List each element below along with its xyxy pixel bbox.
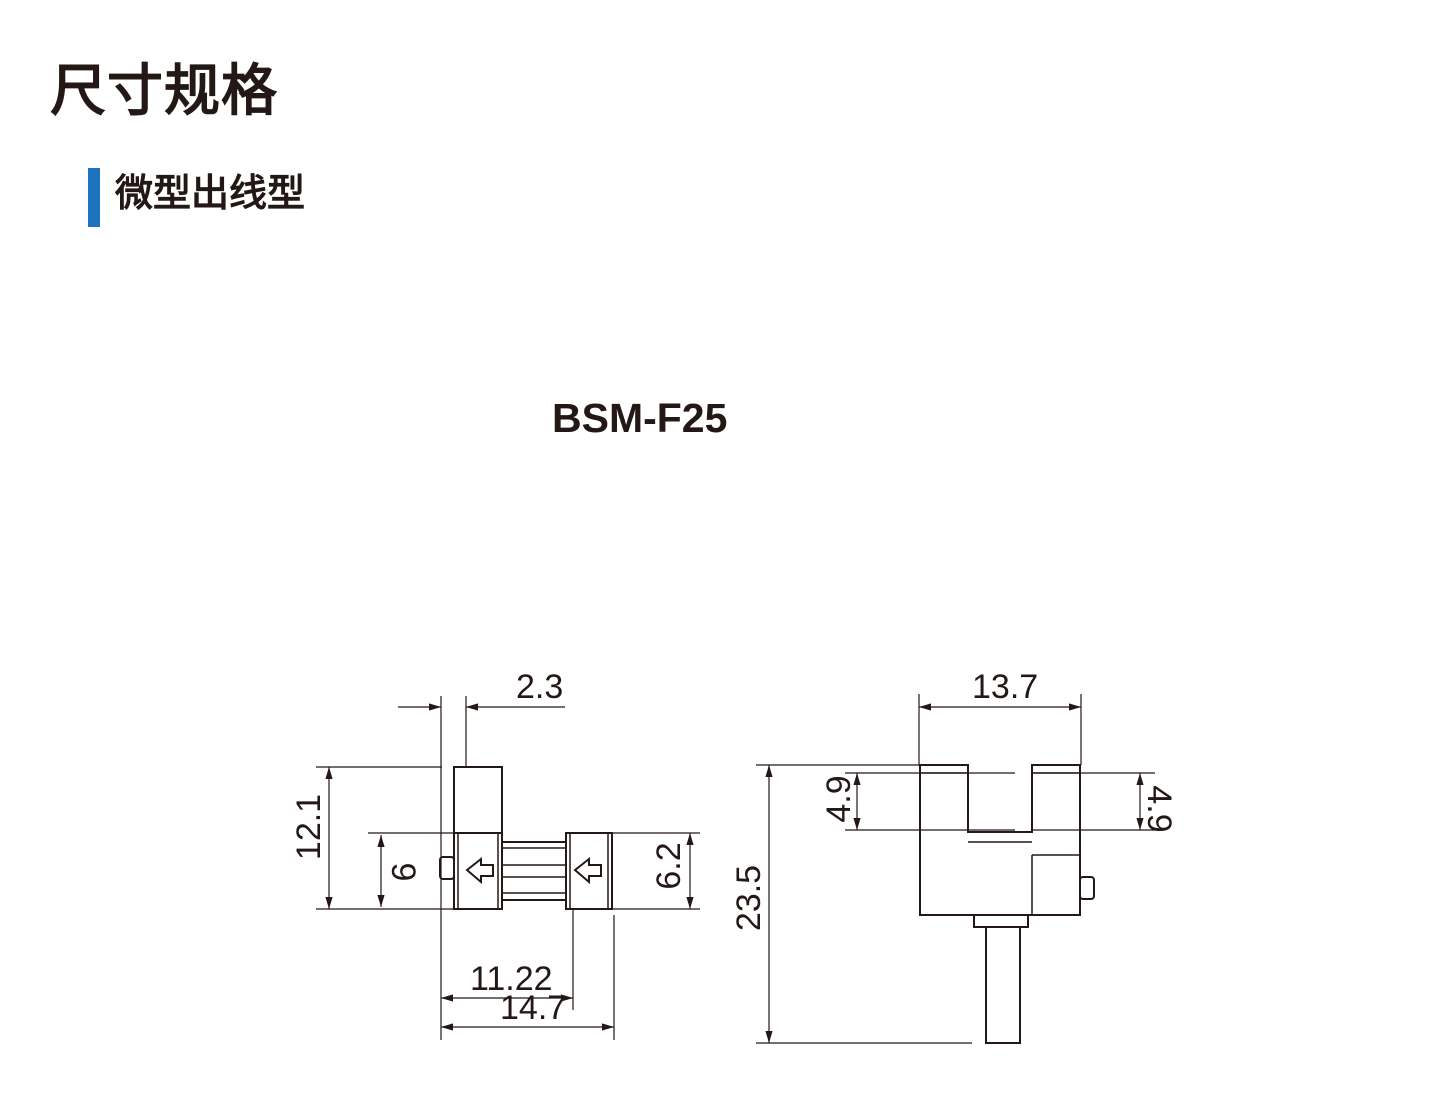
page-title: 尺寸规格 — [50, 59, 278, 124]
dim-width-mid: 11.22 — [470, 960, 553, 998]
dim-slot-depth-right: 4.9 — [1140, 785, 1178, 832]
dim-height-inner: 9 — [384, 863, 422, 882]
dim-height-total: 12.1 — [290, 794, 328, 860]
front-view — [756, 694, 1155, 1044]
model-title: BSM-F25 — [552, 395, 728, 441]
dim-front-height: 23.5 — [730, 865, 768, 931]
front-view-tab — [1079, 876, 1095, 900]
arrow-left-icon — [573, 856, 602, 885]
side-view-right-block — [565, 832, 613, 910]
section-accent-bar — [88, 168, 100, 227]
section-title: 微型出线型 — [115, 171, 306, 215]
dim-front-width: 13.7 — [972, 668, 1038, 706]
side-view-tab — [439, 856, 455, 880]
arrow-left-icon — [465, 856, 494, 885]
dim-width-top: 2.3 — [516, 668, 563, 706]
side-view-bridge — [501, 841, 567, 901]
side-view — [316, 696, 700, 1040]
dim-height-right: 6.2 — [650, 842, 688, 889]
front-view-cable — [985, 926, 1021, 1044]
dim-slot-depth-left: 4.9 — [820, 775, 858, 822]
front-view-cable-collar — [973, 914, 1029, 928]
dim-width-total: 14.7 — [500, 989, 566, 1027]
side-view-upper-block — [453, 766, 503, 834]
front-view-body — [919, 764, 1081, 916]
side-view-left-block — [453, 832, 503, 910]
